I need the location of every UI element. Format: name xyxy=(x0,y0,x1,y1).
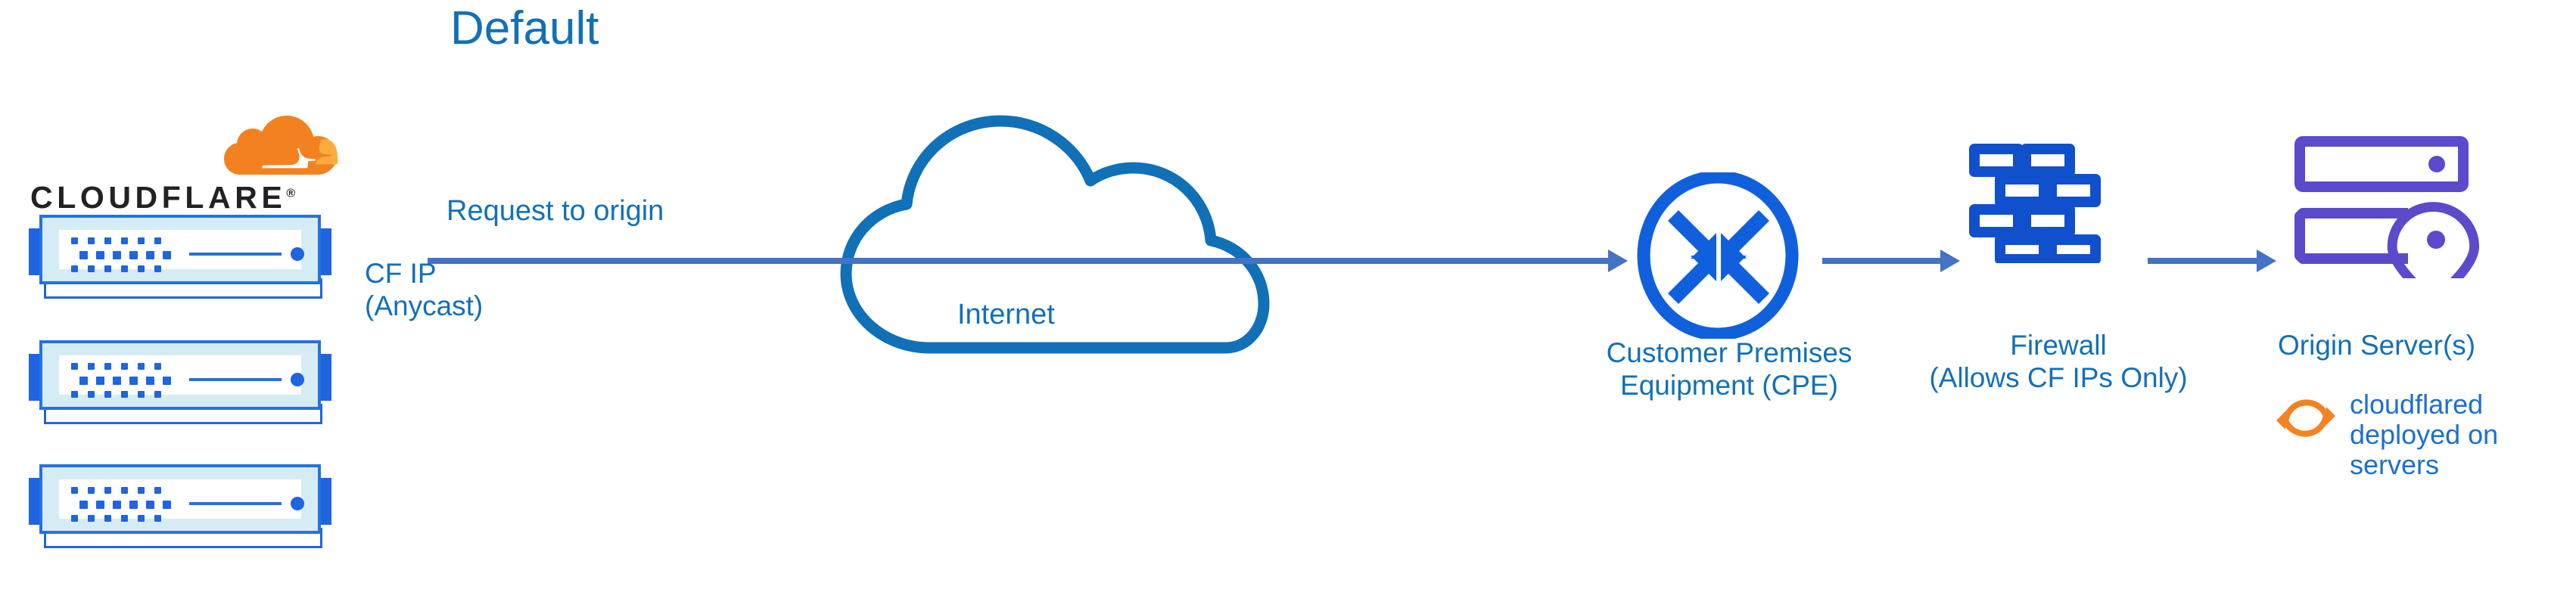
server-status-line xyxy=(189,253,282,256)
cloud-icon xyxy=(832,106,1271,359)
server-device-icon xyxy=(29,463,331,550)
server-front-panel xyxy=(59,230,304,272)
cpe-label: Customer Premises Equipment (CPE) xyxy=(1606,337,1853,401)
circular-arrows-sync-icon xyxy=(2275,387,2337,453)
server-status-line xyxy=(189,502,282,505)
request-arrow-line xyxy=(428,258,1611,264)
cpe-to-firewall-arrow-line xyxy=(1822,258,1943,264)
server-indicator-led xyxy=(291,247,304,261)
cloudflare-logo-icon xyxy=(204,106,348,182)
cloudflare-wordmark-text: CLOUDFLARE xyxy=(30,180,287,215)
request-arrow-head xyxy=(1608,250,1628,272)
server-front-panel xyxy=(59,479,304,522)
internet-label: Internet xyxy=(957,299,1055,330)
page-title: Default xyxy=(450,2,599,54)
server-port-grid xyxy=(71,487,179,527)
server-front-panel xyxy=(59,355,304,398)
firewall-label: Firewall (Allows CF IPs Only) xyxy=(1929,330,2188,393)
router-arrows-icon xyxy=(1635,170,1801,343)
registered-trademark-symbol: ® xyxy=(286,187,296,200)
server-chassis xyxy=(39,215,321,284)
server-device-icon xyxy=(29,213,331,300)
server-port-grid xyxy=(71,237,179,278)
origin-server-label: Origin Server(s) xyxy=(2278,330,2476,361)
cf-ip-anycast-label: CF IP (Anycast) xyxy=(365,258,484,321)
server-status-line xyxy=(189,378,282,381)
firewall-to-origin-arrow-line xyxy=(2148,258,2260,264)
brick-wall-icon xyxy=(1968,142,2119,267)
server-rack-location-pin-icon xyxy=(2293,135,2482,308)
cloudflare-wordmark: CLOUDFLARE® xyxy=(30,180,295,216)
server-indicator-led xyxy=(291,373,304,386)
request-to-origin-label: Request to origin xyxy=(446,195,664,227)
cloudflared-note-label: cloudflared deployed on servers xyxy=(2350,389,2499,480)
firewall-to-origin-arrow-head xyxy=(2257,250,2276,272)
server-device-icon xyxy=(29,339,331,426)
server-chassis xyxy=(39,340,321,410)
server-port-grid xyxy=(71,363,179,403)
server-indicator-led xyxy=(291,497,304,510)
server-chassis xyxy=(39,464,321,534)
cloudflare-logo: CLOUDFLARE® xyxy=(30,106,348,215)
cpe-to-firewall-arrow-head xyxy=(1940,250,1960,272)
